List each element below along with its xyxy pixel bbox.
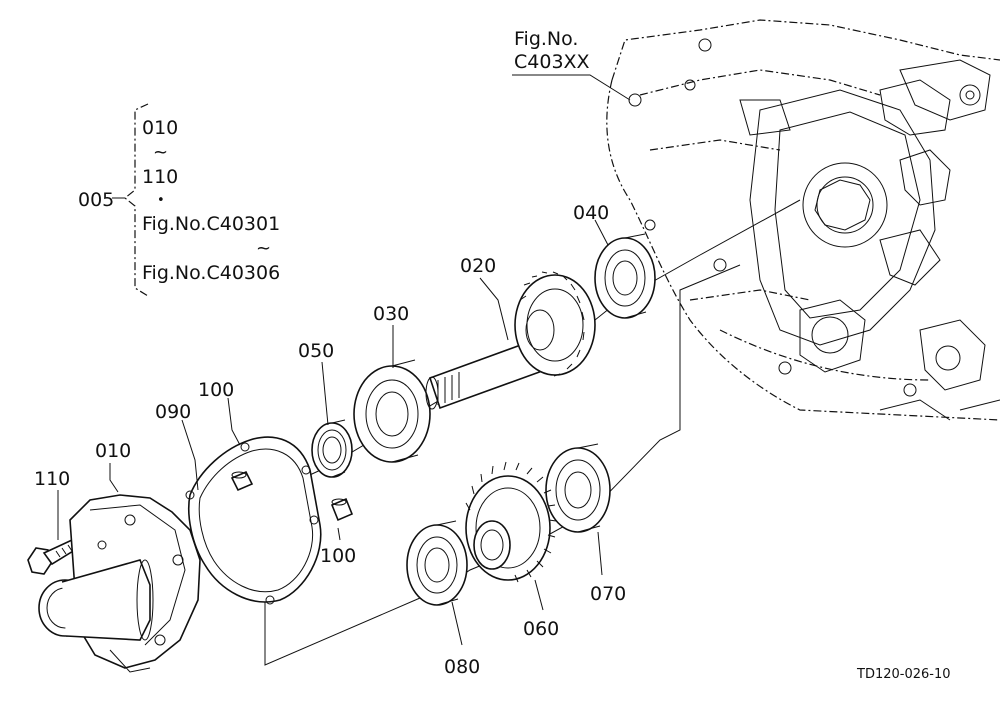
label-090: 090 bbox=[155, 401, 191, 423]
label-050: 050 bbox=[298, 340, 334, 362]
part-040-bearing bbox=[594, 233, 656, 319]
drawing-code: TD120-026-10 bbox=[856, 667, 951, 682]
assembly-line-010: 010 bbox=[142, 117, 178, 139]
part-030-bearing bbox=[353, 359, 431, 463]
assembly-dot: • bbox=[157, 193, 165, 208]
figure-reference-line2: C403XX bbox=[514, 51, 590, 73]
assembly-tilde-1: ~ bbox=[153, 142, 168, 163]
label-100-pin-b: 100 bbox=[320, 545, 356, 567]
label-040: 040 bbox=[573, 202, 609, 224]
transmission-case bbox=[606, 19, 1000, 421]
label-010: 010 bbox=[95, 440, 131, 462]
part-100-pin-a bbox=[230, 470, 254, 492]
part-020-shaft-gear bbox=[425, 271, 596, 410]
assembly-line-fig-c40306: Fig.No.C40306 bbox=[142, 262, 280, 284]
part-060-gear bbox=[465, 461, 557, 583]
label-020: 020 bbox=[460, 255, 496, 277]
leader-lines bbox=[57, 219, 609, 646]
label-030: 030 bbox=[373, 303, 409, 325]
part-010-housing bbox=[38, 494, 201, 673]
part-090-gasket bbox=[185, 436, 322, 605]
assembly-line-110: 110 bbox=[142, 166, 178, 188]
part-070-bearing bbox=[545, 443, 611, 533]
figure-reference-line1: Fig.No. bbox=[514, 28, 578, 50]
part-labels: 010 020 030 040 050 060 070 080 090 100 … bbox=[34, 202, 626, 678]
label-070: 070 bbox=[590, 583, 626, 605]
assembly-tilde-2: ~ bbox=[256, 238, 271, 259]
label-100-pin-a: 100 bbox=[198, 379, 234, 401]
part-110-bolt bbox=[27, 539, 80, 575]
assembly-number: 005 bbox=[78, 189, 114, 211]
label-080: 080 bbox=[444, 656, 480, 678]
part-050-oil-seal bbox=[311, 419, 353, 478]
label-110: 110 bbox=[34, 468, 70, 490]
assembly-legend: 005 010 ~ 110 • Fig.No.C40301 ~ Fig.No.C… bbox=[78, 103, 280, 297]
part-080-bearing bbox=[406, 520, 468, 606]
label-060: 060 bbox=[523, 618, 559, 640]
figure-reference: Fig.No. C403XX bbox=[512, 28, 631, 101]
part-100-pin-b bbox=[330, 497, 354, 522]
assembly-line-fig-c40301: Fig.No.C40301 bbox=[142, 213, 280, 235]
